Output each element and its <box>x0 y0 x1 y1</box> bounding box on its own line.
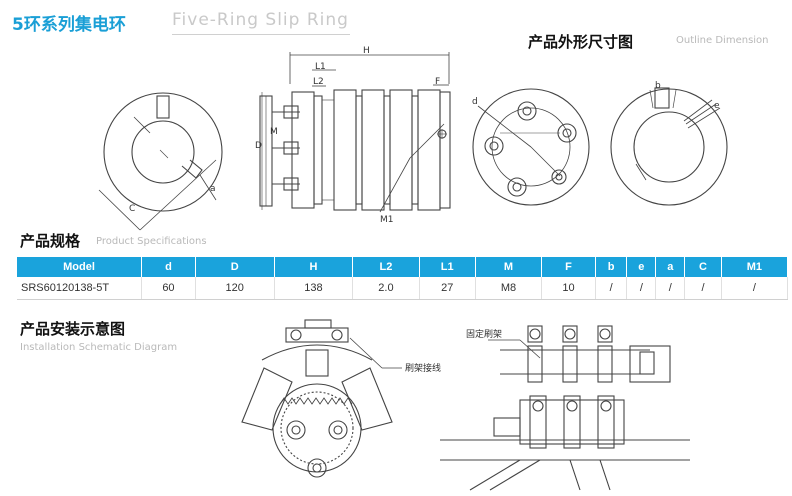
table-cell: / <box>721 277 789 300</box>
title-underline <box>172 34 350 35</box>
table-cell: SRS60120138-5T <box>17 277 142 300</box>
table-cell: M8 <box>475 277 543 300</box>
dim-label-m: M <box>270 127 278 137</box>
table-cell: 27 <box>419 277 476 300</box>
col-header: C <box>684 257 722 277</box>
install-title-en: Installation Schematic Diagram <box>20 342 178 353</box>
end-view-drawing <box>472 88 590 206</box>
dim-label-h: H <box>363 46 370 56</box>
install-front-drawing <box>241 319 402 478</box>
col-header: M <box>475 257 543 277</box>
table-cell: 120 <box>195 277 275 300</box>
dim-label-l1: L1 <box>315 62 326 72</box>
page-title-en: Five-Ring Slip Ring <box>172 10 349 30</box>
outline-drawings: C a H L1 L2 F D M M1 d b e <box>98 46 728 231</box>
dim-label-c: C <box>129 204 135 214</box>
front-view-drawing <box>98 92 223 231</box>
specs-title: 产品规格 <box>20 232 81 250</box>
col-header: L2 <box>352 257 420 277</box>
col-header: D <box>195 257 275 277</box>
dim-label-d-inner: d <box>472 97 478 107</box>
dim-label-a: a <box>210 184 216 194</box>
side-view-drawing <box>259 52 451 213</box>
col-header: F <box>541 257 596 277</box>
table-cell: 60 <box>141 277 196 300</box>
col-header: d <box>141 257 196 277</box>
specs-title-en: Product Specifications <box>96 236 207 247</box>
table-cell: / <box>655 277 686 300</box>
col-header: b <box>595 257 628 277</box>
col-header: e <box>626 257 657 277</box>
dim-label-l2: L2 <box>313 77 324 87</box>
dim-label-b: b <box>655 81 661 91</box>
table-row: SRS60120138-5T 60 120 138 2.0 27 M8 10 /… <box>17 277 789 300</box>
col-header: H <box>274 257 354 277</box>
table-cell: 10 <box>541 277 596 300</box>
dim-label-m1: M1 <box>380 215 394 225</box>
table-cell: / <box>684 277 722 300</box>
installation-drawings: 刷架接线 固定刷架 <box>241 319 690 491</box>
install-title: 产品安装示意图 <box>20 320 126 338</box>
page-title: 5环系列集电环 <box>12 15 126 35</box>
outline-title-en: Outline Dimension <box>676 35 769 46</box>
dim-label-f: F <box>435 77 440 87</box>
table-cell: 2.0 <box>352 277 420 300</box>
dim-label-e: e <box>714 101 720 111</box>
label-brush-wiring: 刷架接线 <box>405 362 441 374</box>
col-header: Model <box>17 257 142 277</box>
keyway-view-drawing <box>610 87 728 206</box>
install-side-drawing <box>440 325 690 491</box>
spec-table: Model d D H L2 L1 M F b e a C M1 SRS6012… <box>17 257 789 300</box>
table-cell: / <box>626 277 657 300</box>
table-cell: 138 <box>274 277 354 300</box>
dim-label-d-outer: D <box>255 141 262 151</box>
table-cell: / <box>595 277 628 300</box>
label-fixed-bracket: 固定刷架 <box>466 328 502 340</box>
spec-table-header: Model d D H L2 L1 M F b e a C M1 <box>17 257 789 277</box>
col-header: M1 <box>721 257 789 277</box>
outline-title: 产品外形尺寸图 <box>528 33 634 51</box>
col-header: L1 <box>419 257 476 277</box>
col-header: a <box>655 257 686 277</box>
